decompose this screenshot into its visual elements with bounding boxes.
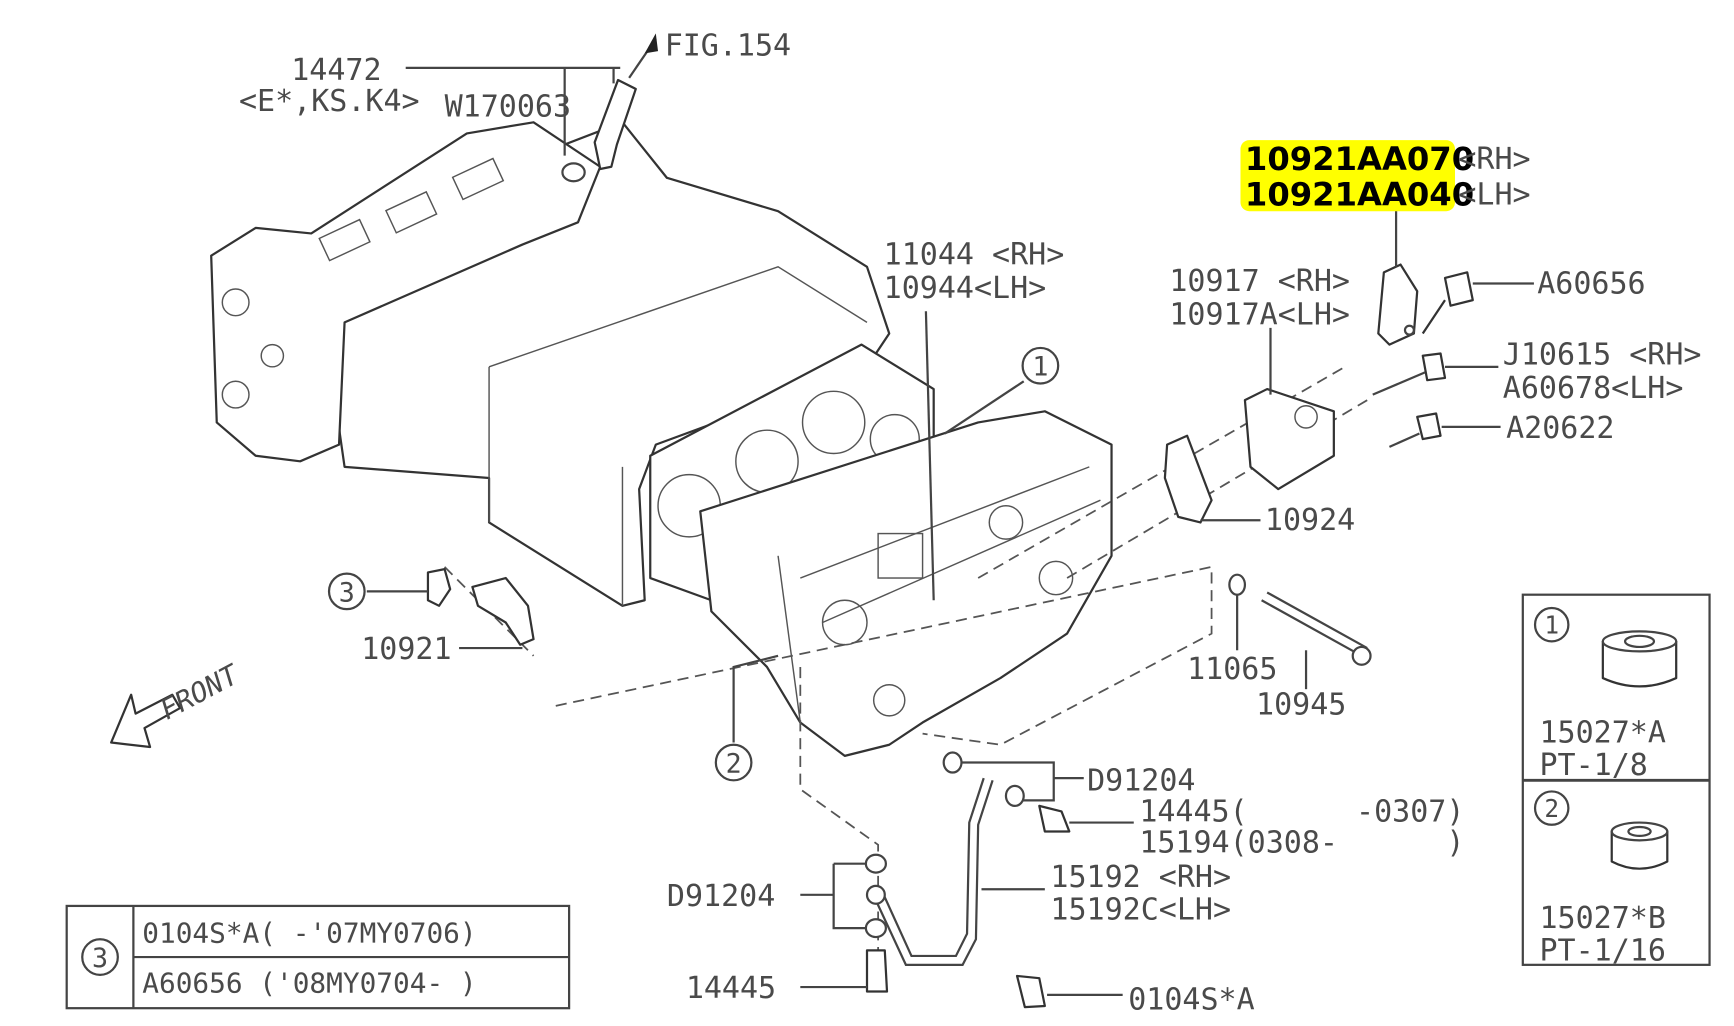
- plug-spec: PT-1/8: [1539, 748, 1647, 783]
- plug-a-icon: [1601, 630, 1678, 688]
- ref-marker-1: 1: [1021, 346, 1060, 385]
- front-arrow: FRONT: [110, 657, 246, 749]
- label-10921: 10921: [361, 632, 451, 667]
- bolts: [1228, 271, 1474, 666]
- label-d91204-top: D91204: [1087, 763, 1195, 798]
- spacer-plate-10924: [1163, 434, 1213, 524]
- svg-text:2: 2: [1544, 794, 1559, 823]
- ref-marker-2: 2: [714, 743, 753, 782]
- label-d91204-left: D91204: [667, 879, 775, 914]
- label-fig154: FIG.154: [665, 29, 791, 64]
- highlight-box: [1240, 140, 1456, 212]
- label-11065: 11065: [1187, 652, 1277, 687]
- oil-control-valve: [1377, 263, 1419, 346]
- valve-body-10917: [1243, 387, 1335, 491]
- leader-lines: [366, 66, 1534, 996]
- svg-text:1: 1: [1544, 611, 1559, 640]
- ref3-table: 3 0104S*A( -'07MY0706) A60656 ('08MY0704…: [65, 904, 571, 1010]
- plug-table: 1 15027*A PT-1/8 2 15027*B PT-1/16: [1521, 593, 1711, 968]
- label-0104s: 0104S*A: [1128, 982, 1254, 1017]
- label-11044: 11044 <RH>: [884, 238, 1065, 273]
- ref3-row: 0104S*A( -'07MY0706): [142, 917, 476, 950]
- svg-text:3: 3: [339, 577, 355, 608]
- label-a20622: A20622: [1506, 411, 1614, 446]
- svg-text:2: 2: [726, 749, 742, 780]
- label-a60678: A60678<LH>: [1503, 371, 1684, 406]
- label-14445-bottom: 14445: [686, 971, 776, 1006]
- hose-14472: [561, 33, 659, 183]
- ref3-table-marker: 3: [92, 943, 108, 974]
- label-10945: 10945: [1256, 688, 1346, 723]
- label-w170063: W170063: [445, 90, 571, 125]
- plug-spec: PT-1/16: [1539, 933, 1665, 968]
- callout-labels: 14472 <E*,KS.K4> W170063 FIG.154 10921AA…: [239, 29, 1702, 1018]
- label-15192: 15192 <RH>: [1050, 860, 1231, 895]
- label-lh: <LH>: [1458, 178, 1530, 213]
- label-10921aa040[interactable]: 10921AA040: [1245, 176, 1474, 214]
- fig-arrow-icon: [644, 33, 659, 54]
- label-j10615: J10615 <RH>: [1503, 338, 1702, 373]
- label-rh: <RH>: [1458, 142, 1530, 177]
- cylinder-head-left: [210, 121, 602, 463]
- cylinder-head-right: [699, 410, 1113, 757]
- label-10917a: 10917A<LH>: [1169, 298, 1350, 333]
- label-10917: 10917 <RH>: [1169, 264, 1350, 299]
- label-14445-top: 14445( -0307): [1139, 794, 1464, 829]
- label-10924: 10924: [1265, 503, 1355, 538]
- ref-marker-3: 3: [327, 572, 366, 611]
- plug-row-2: 2 15027*B PT-1/16: [1533, 790, 1669, 968]
- plug-b-icon: [1610, 821, 1669, 870]
- plug-part: 15027*A: [1539, 716, 1665, 751]
- label-14472-note: <E*,KS.K4>: [239, 84, 420, 119]
- oil-pipe: [864, 751, 1071, 1009]
- svg-text:1: 1: [1032, 352, 1048, 383]
- label-15194: 15194(0308- ): [1139, 826, 1464, 861]
- ref3-row: A60656 ('08MY0704- ): [142, 967, 476, 1000]
- front-label: FRONT: [155, 657, 246, 726]
- sensor-10921: [426, 568, 535, 646]
- label-a60656: A60656: [1537, 266, 1645, 301]
- plug-row-1: 1 15027*A PT-1/8: [1533, 606, 1678, 783]
- label-10921aa070[interactable]: 10921AA070: [1245, 140, 1474, 178]
- label-15192c: 15192C<LH>: [1050, 892, 1231, 927]
- label-10944: 10944<LH>: [884, 271, 1047, 306]
- plug-part: 15027*B: [1539, 901, 1665, 936]
- label-14472: 14472: [291, 53, 381, 88]
